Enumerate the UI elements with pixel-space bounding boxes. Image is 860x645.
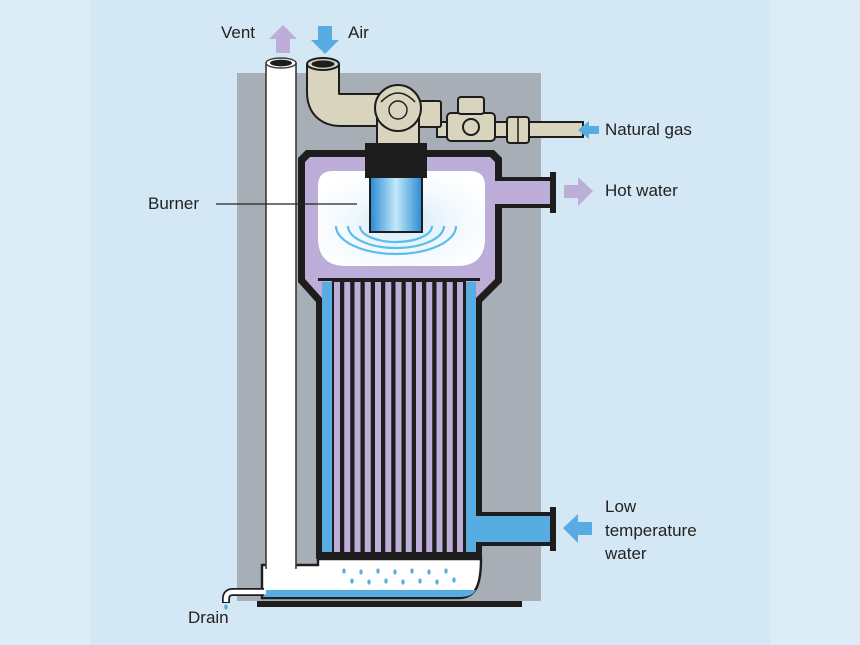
flue-tube [334, 282, 340, 552]
low-temperature-water-label-line-3: water [604, 544, 647, 563]
hot-water-arrow-right-icon [564, 177, 593, 206]
flue-tube [354, 282, 361, 552]
vent-pipe [265, 62, 297, 569]
blower-hub [388, 100, 408, 120]
condensate-water [264, 590, 476, 597]
flue-tube [364, 282, 371, 552]
low-temperature-water-inlet-pipe [472, 516, 552, 542]
condensate-droplet [376, 568, 380, 574]
flue-tube [446, 282, 453, 552]
combustion-air-blower [374, 84, 422, 132]
flue-tube [436, 282, 443, 552]
flue-tube-bundle [334, 282, 463, 552]
drain-label: Drain [188, 608, 229, 627]
background-left-strip [0, 0, 90, 645]
condensate-droplet [418, 578, 422, 584]
lower-tube-sheet [316, 552, 482, 559]
condensate-droplet [410, 568, 414, 574]
condensate-droplet [435, 579, 439, 585]
cold-water-flange [550, 507, 556, 551]
hot-water-label: Hot water [605, 181, 678, 200]
condensate-droplet [367, 579, 371, 585]
burner-label: Burner [148, 194, 199, 213]
upper-tube-sheet [318, 278, 480, 281]
natural-gas-label: Natural gas [605, 120, 692, 139]
condensate-droplet [444, 568, 448, 574]
base-plate [257, 601, 522, 607]
blower-volute-line [380, 92, 416, 103]
low-temperature-water-label-line-1: Low [605, 497, 637, 516]
drain-pipe [223, 589, 266, 602]
condensate-droplet [350, 578, 354, 584]
condensate-droplet [342, 568, 346, 574]
air-label: Air [348, 23, 369, 42]
condensate-droplet [384, 578, 388, 584]
gas-valve-knob [462, 118, 480, 136]
background-right-strip [770, 0, 860, 645]
flue-tube [385, 282, 392, 552]
burner-head [365, 143, 427, 178]
air-intake-pipe [308, 64, 388, 125]
air-arrow-down-icon [311, 26, 339, 54]
flue-tube [405, 282, 412, 552]
burner-cylinder [369, 176, 423, 233]
hot-water-outlet-pipe [494, 181, 552, 204]
flue-tube [344, 282, 351, 552]
flame-ring-outer [334, 225, 458, 256]
drain-droplet [224, 604, 228, 610]
gas-valve-regulator [457, 96, 485, 115]
flue-tube [375, 282, 381, 552]
low-temperature-water-arrow-left-icon [563, 514, 592, 543]
condensate-droplet [393, 569, 397, 575]
flame-ring-middle [346, 225, 446, 250]
flue-tube [457, 282, 463, 552]
vent-pipe-opening [270, 59, 292, 67]
air-pipe-opening [311, 60, 335, 68]
hot-water-flange [550, 172, 556, 213]
flue-tube [395, 282, 402, 552]
flame-ring-inner [358, 225, 434, 244]
vent-label: Vent [221, 23, 255, 42]
natural-gas-arrow-left-icon [578, 121, 599, 139]
vent-arrow-up-icon [269, 25, 297, 53]
condensate-droplet [427, 569, 431, 575]
condensate-droplets [342, 568, 456, 585]
flue-tube [416, 282, 422, 552]
condensate-droplet [359, 569, 363, 575]
condensate-droplet [401, 579, 405, 585]
vent-pipe-joint [267, 560, 295, 572]
flue-tube [426, 282, 433, 552]
condensate-droplet [452, 577, 456, 583]
low-temperature-water-label-line-2: temperature [605, 521, 697, 540]
